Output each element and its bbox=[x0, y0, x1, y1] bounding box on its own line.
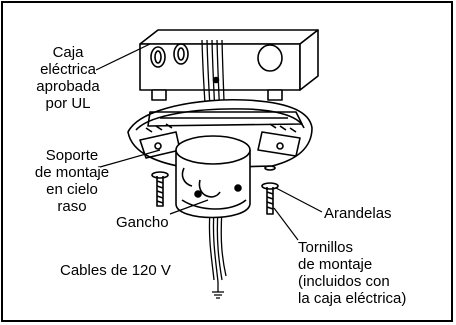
electrical-box-label-line: Caja bbox=[52, 44, 84, 61]
wires-label: Cables de 120 V bbox=[60, 262, 171, 279]
mounting-screws-label-line: de montaje bbox=[298, 256, 373, 273]
electrical-box-label-line: aprobada bbox=[36, 78, 100, 95]
leader-lines bbox=[95, 43, 323, 241]
mounting-bracket-label-line: de montaje bbox=[34, 164, 110, 181]
washers-label: Arandelas bbox=[324, 205, 392, 222]
mounting-bracket-label-line: raso bbox=[57, 198, 87, 215]
electrical-box-label: Caja eléctrica aprobada por UL bbox=[18, 44, 118, 112]
diagram-border bbox=[1, 1, 453, 322]
mounting-bracket-label: Soporte de montaje en cielo raso bbox=[24, 147, 120, 215]
mounting-bracket-label-line: Soporte bbox=[45, 147, 99, 164]
mounting-bracket-drawing bbox=[127, 98, 313, 169]
mounting-screws-label-line: Tornillos bbox=[298, 239, 354, 256]
mounting-bracket-label-line: en cielo bbox=[46, 181, 98, 198]
left-screw-drawing bbox=[151, 171, 169, 207]
mounting-screws-label-line: (incluidos con bbox=[298, 273, 390, 290]
right-screw-drawing bbox=[261, 165, 279, 215]
electrical-box-label-line: por UL bbox=[45, 95, 91, 112]
electrical-box-drawing bbox=[139, 29, 319, 101]
mounting-screws-label-line: la caja eléctrica) bbox=[298, 290, 407, 307]
electrical-box-label-line: eléctrica bbox=[40, 61, 96, 78]
mounting-screws-label: Tornillos de montaje (incluidos con la c… bbox=[298, 239, 406, 307]
canopy-hook-drawing bbox=[175, 135, 251, 219]
hook-label: Gancho bbox=[116, 214, 169, 231]
